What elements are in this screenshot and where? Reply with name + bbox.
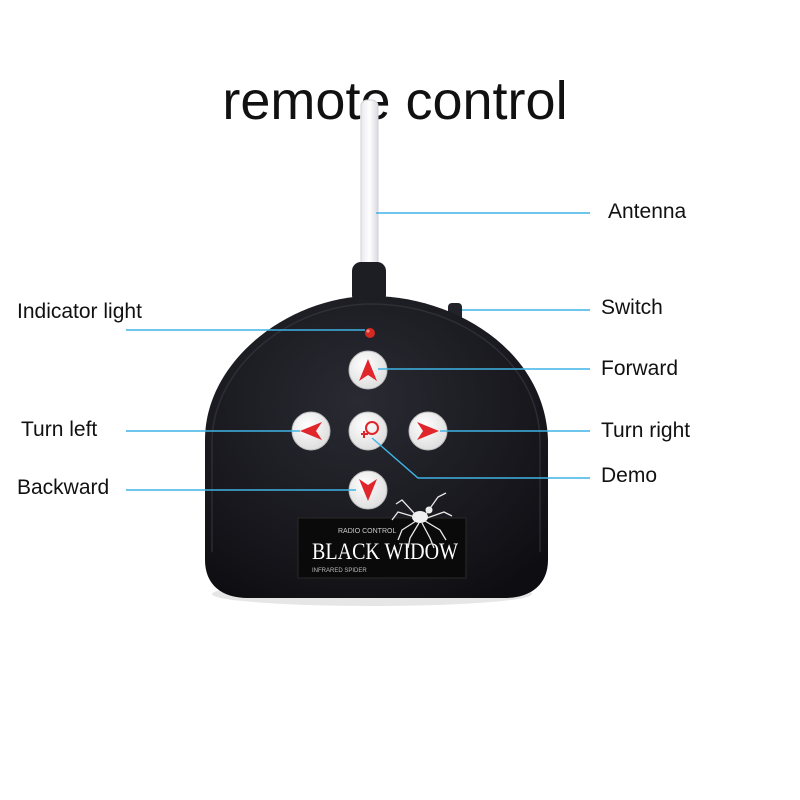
- antenna-label: Antenna: [608, 200, 687, 223]
- diagram-title: remote control: [222, 71, 568, 131]
- forward-label: Forward: [601, 357, 679, 380]
- arrow-left-icon: [300, 422, 322, 440]
- arrow-up-icon: [359, 359, 377, 381]
- demo-label: Demo: [601, 464, 658, 487]
- indicator-light-label: Indicator light: [17, 300, 142, 323]
- turn-left-label: Turn left: [21, 418, 98, 441]
- leader-lines: [126, 212, 590, 491]
- switch-label: Switch: [601, 296, 663, 319]
- forward-button[interactable]: [348, 350, 388, 390]
- turn-right-label: Turn right: [601, 419, 691, 442]
- brand-logo: RADIO CONTROL BLACK WIDOW INFRARED SPIDE…: [297, 492, 467, 579]
- turn-left-button[interactable]: [291, 411, 331, 451]
- indicator-light: [365, 328, 375, 338]
- antenna: [360, 99, 379, 271]
- backward-label: Backward: [17, 476, 110, 499]
- arrow-down-icon: [359, 479, 377, 501]
- demo-leader: [371, 437, 590, 479]
- logo-top-line: RADIO CONTROL: [338, 528, 396, 535]
- spider-icon: [391, 492, 453, 549]
- demo-button[interactable]: [348, 411, 388, 451]
- antenna-base: [352, 262, 386, 304]
- logo-bottom-line: INFRARED SPIDER: [312, 568, 367, 574]
- backward-button[interactable]: [348, 470, 388, 510]
- arrow-right-icon: [417, 422, 439, 440]
- demo-icon: [361, 421, 379, 438]
- logo-brand: BLACK WIDOW: [312, 539, 458, 564]
